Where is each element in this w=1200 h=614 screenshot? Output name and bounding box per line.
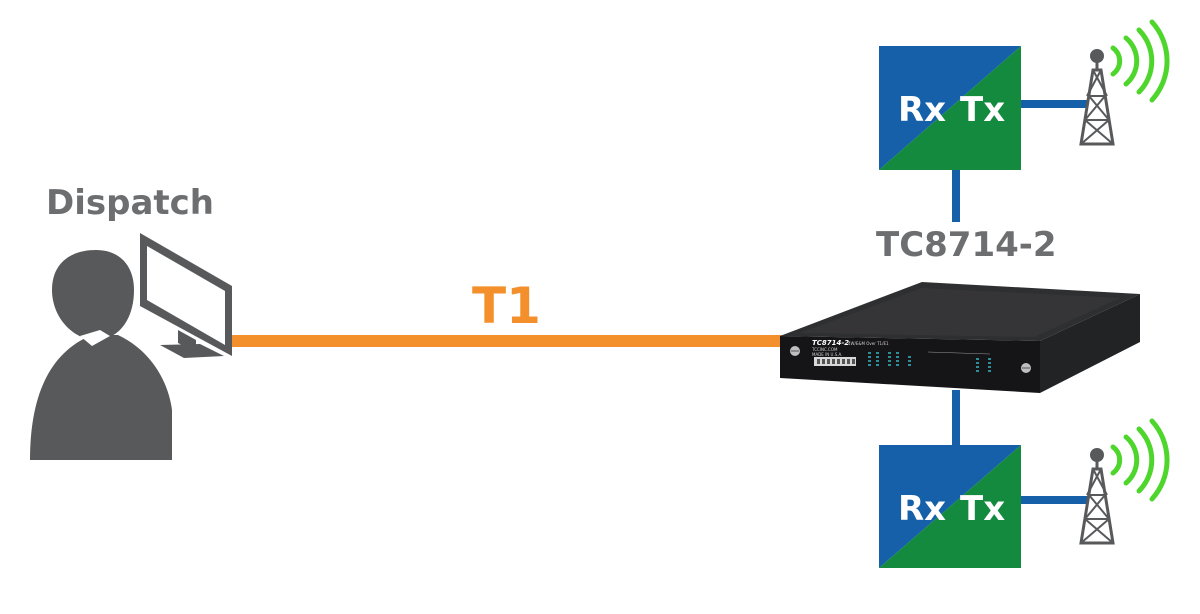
tx-label: Tx <box>960 489 1005 529</box>
faceplate-vendor: TCCINC.COM <box>811 347 838 352</box>
antenna-tower-icon <box>1079 49 1115 146</box>
monitor-icon <box>140 233 232 358</box>
radio-unit-top: Rx Tx <box>879 46 1021 170</box>
faceplate-model: TC8714-2 <box>812 339 849 347</box>
faceplate-origin: MADE IN U.S.A. <box>812 352 842 357</box>
rx-label: Rx <box>898 489 946 529</box>
dispatch-label: Dispatch <box>46 183 214 223</box>
tc8714-2-device: TC8714-2 4W/E&M Over T1/E1 TCCINC.COM MA… <box>780 282 1140 393</box>
rx-label: Rx <box>898 90 946 130</box>
antenna-tower-icon <box>1079 448 1115 545</box>
radio-unit-bottom: Rx Tx <box>879 445 1021 568</box>
faceplate-subtitle: 4W/E&M Over T1/E1 <box>848 341 889 346</box>
device-model-label: TC8714-2 <box>876 225 1057 265</box>
tx-label: Tx <box>960 90 1005 130</box>
status-leds <box>868 352 991 372</box>
signal-waves-icon <box>1110 418 1170 502</box>
dispatcher-icon <box>30 233 232 460</box>
signal-waves-icon <box>1110 19 1170 103</box>
t1-link-label: T1 <box>472 277 541 335</box>
